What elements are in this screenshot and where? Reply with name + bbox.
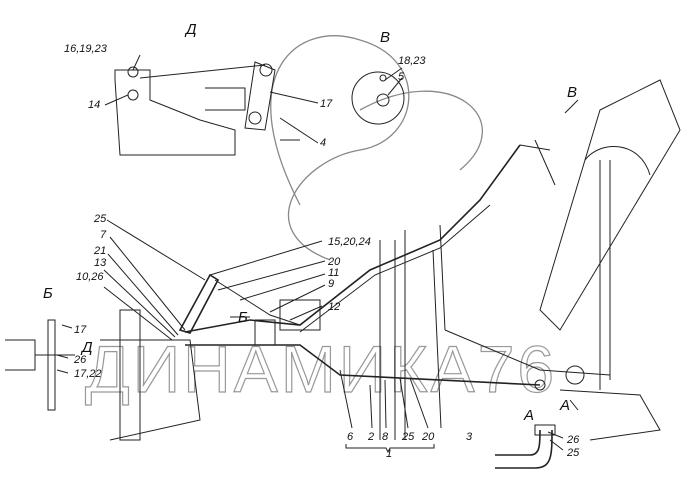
callout-7: 7 <box>100 229 107 241</box>
callout-10-26: 10,26 <box>76 271 104 283</box>
callout-15-20-24: 15,20,24 <box>328 236 371 248</box>
callout-20: 20 <box>327 256 341 268</box>
callout-20-bottom: 20 <box>421 431 435 443</box>
view-label-v: В <box>380 29 390 46</box>
callout-21: 21 <box>93 245 106 257</box>
callout-25-a: 25 <box>566 447 580 459</box>
callout-17-b: 17 <box>74 324 87 336</box>
leader-lines <box>56 54 579 454</box>
callout-2: 2 <box>367 431 374 443</box>
callout-17-22: 17,22 <box>74 368 102 380</box>
view-b <box>5 319 75 411</box>
watermark-text: ДИНАМИКА76 <box>85 332 557 406</box>
callout-25: 25 <box>93 213 107 225</box>
view-label-a-arrow: А <box>559 397 570 414</box>
view-label-d-arrow: Д <box>80 339 93 356</box>
view-v <box>351 71 405 125</box>
callout-11: 11 <box>328 267 339 279</box>
callout-5: 5 <box>398 71 405 83</box>
callout-18-23: 18,23 <box>398 55 426 67</box>
view-label-d: Д <box>184 21 197 38</box>
callout-26-b: 26 <box>73 354 87 366</box>
view-label-b: Б <box>43 285 53 302</box>
view-label-a: А <box>523 407 534 424</box>
callout-14: 14 <box>88 99 100 111</box>
callout-4: 4 <box>320 137 326 149</box>
view-label-b-arrow: Б <box>238 309 248 326</box>
callout-3: 3 <box>466 431 473 443</box>
watermark: ДИНАМИКА76 <box>84 35 557 407</box>
view-a <box>495 424 556 469</box>
callout-9: 9 <box>328 278 334 290</box>
view-d <box>114 61 300 156</box>
callout-12: 12 <box>328 301 340 313</box>
callout-17: 17 <box>320 98 333 110</box>
callout-1: 1 <box>386 448 392 460</box>
view-label-v-arrow: В <box>567 84 577 101</box>
callout-8: 8 <box>382 431 389 443</box>
callout-13: 13 <box>94 257 107 269</box>
callout-26-a: 26 <box>566 434 580 446</box>
callout-6: 6 <box>347 431 354 443</box>
callout-25-bottom: 25 <box>401 431 415 443</box>
callout-16-19-23: 16,19,23 <box>64 43 108 55</box>
